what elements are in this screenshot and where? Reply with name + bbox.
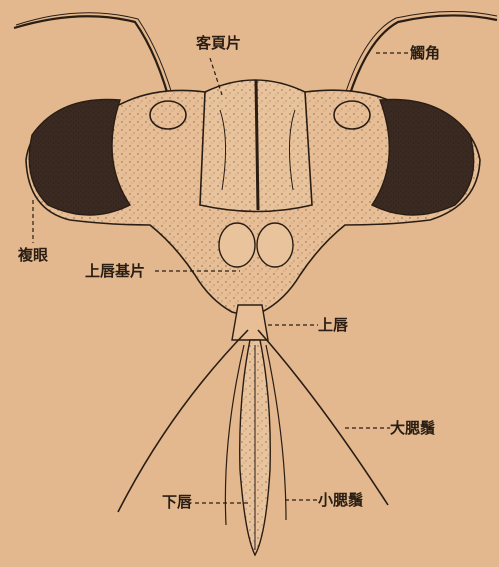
maxillary-palp-left: [118, 330, 248, 512]
maxillary-palp-right: [258, 330, 388, 505]
label-clypeus-lower: 上唇基片: [85, 264, 145, 279]
clypeus-lobe-left: [219, 223, 255, 267]
label-labium: 下唇: [162, 495, 192, 510]
frons-groove: [256, 80, 258, 210]
label-labrum: 上唇: [318, 318, 348, 333]
label-labial-palp: 小腮鬚: [318, 493, 363, 508]
label-clypeus-upper: 客頁片: [196, 36, 241, 51]
label-compound-eye: 複眼: [18, 248, 48, 263]
label-maxillary-palp: 大腮鬚: [390, 421, 435, 436]
clypeus-lobe-right: [257, 223, 293, 267]
label-antenna: 觸角: [410, 46, 440, 61]
